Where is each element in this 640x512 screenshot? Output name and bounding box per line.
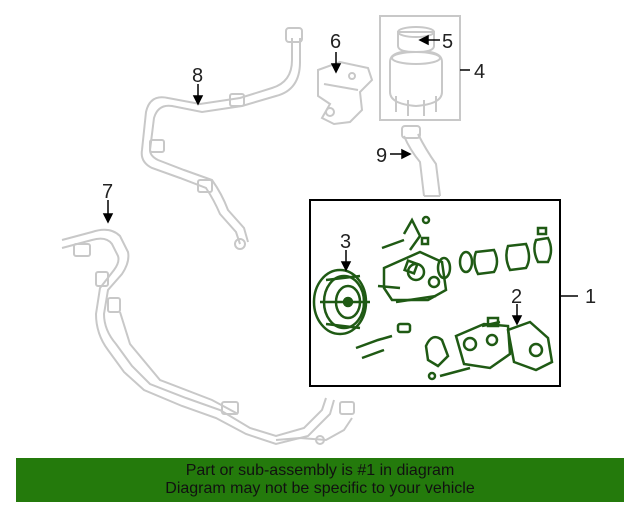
callout-1: 1 — [585, 286, 596, 308]
callout-leaders — [102, 34, 578, 326]
callout-5: 5 — [442, 31, 453, 53]
pressure-hose-part-8[interactable] — [140, 27, 303, 250]
vehicle-fit-banner: Part or sub-assembly is #1 in diagram Di… — [16, 458, 624, 502]
bracket-part-6[interactable] — [317, 60, 374, 126]
pump-body — [377, 215, 553, 304]
callout-3: 3 — [340, 231, 351, 253]
callout-8: 8 — [192, 65, 203, 87]
banner-line-1: Part or sub-assembly is #1 in diagram — [185, 462, 455, 479]
reservoir-cap-part-5[interactable] — [397, 26, 435, 54]
callout-9: 9 — [376, 145, 387, 167]
callout-6: 6 — [330, 31, 341, 53]
return-tube-part-7[interactable] — [61, 228, 355, 446]
banner-line-2: Diagram may not be specific to your vehi… — [165, 480, 475, 497]
pump-bracket-part-2[interactable] — [355, 316, 554, 381]
callout-4: 4 — [474, 61, 485, 83]
callout-7: 7 — [102, 181, 113, 203]
parts-diagram: 1 2 3 4 5 6 7 8 9 — [61, 15, 596, 446]
pump-assembly-box-part-1[interactable] — [309, 199, 561, 387]
callout-2: 2 — [511, 286, 522, 308]
pulley-part-3[interactable] — [312, 268, 370, 336]
return-hose-part-9[interactable] — [401, 125, 441, 197]
